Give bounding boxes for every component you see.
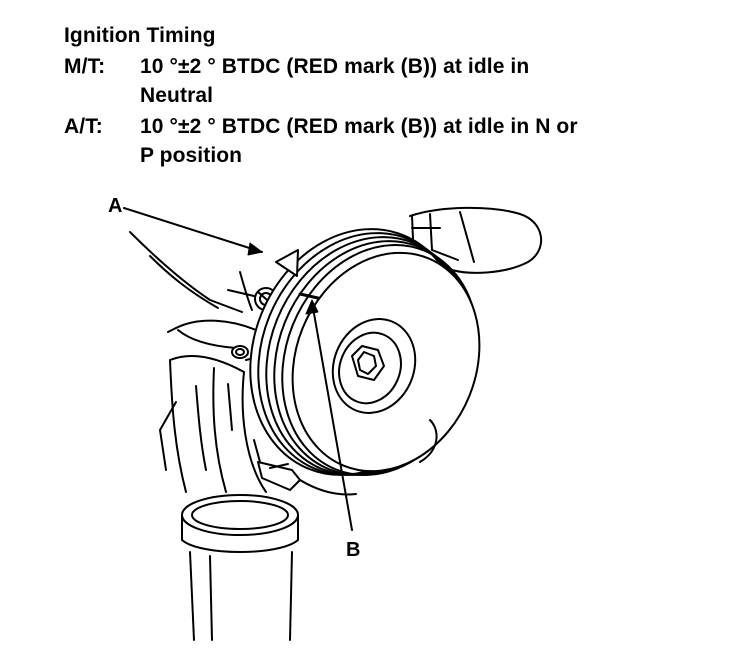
engine-block-lower bbox=[253, 419, 438, 496]
engine-housing-left bbox=[129, 231, 255, 313]
pointer-triangle-icon bbox=[275, 249, 299, 277]
callout-b-leader bbox=[305, 299, 353, 531]
callout-a-label: A bbox=[108, 195, 123, 217]
oil-filter-icon bbox=[181, 494, 299, 641]
pulley-icon bbox=[249, 228, 481, 476]
mt-spec-label: M/T: bbox=[64, 55, 106, 78]
at-spec-label: A/T: bbox=[64, 115, 103, 138]
callout-b-label: B bbox=[346, 539, 361, 561]
filter-mount-arm bbox=[159, 355, 267, 493]
mt-spec-text-line-2: Neutral bbox=[140, 84, 214, 107]
at-spec-text-line-1: 10 °±2 ° BTDC (RED mark (B)) at idle in … bbox=[140, 115, 578, 138]
page-title: Ignition Timing bbox=[64, 24, 216, 47]
mt-spec-text-line-1: 10 °±2 ° BTDC (RED mark (B)) at idle in bbox=[140, 55, 530, 78]
bolt-icon bbox=[231, 345, 249, 359]
callout-a-leader bbox=[123, 207, 263, 256]
at-spec-text-line-2: P position bbox=[140, 144, 243, 167]
red-mark-b bbox=[298, 292, 320, 300]
